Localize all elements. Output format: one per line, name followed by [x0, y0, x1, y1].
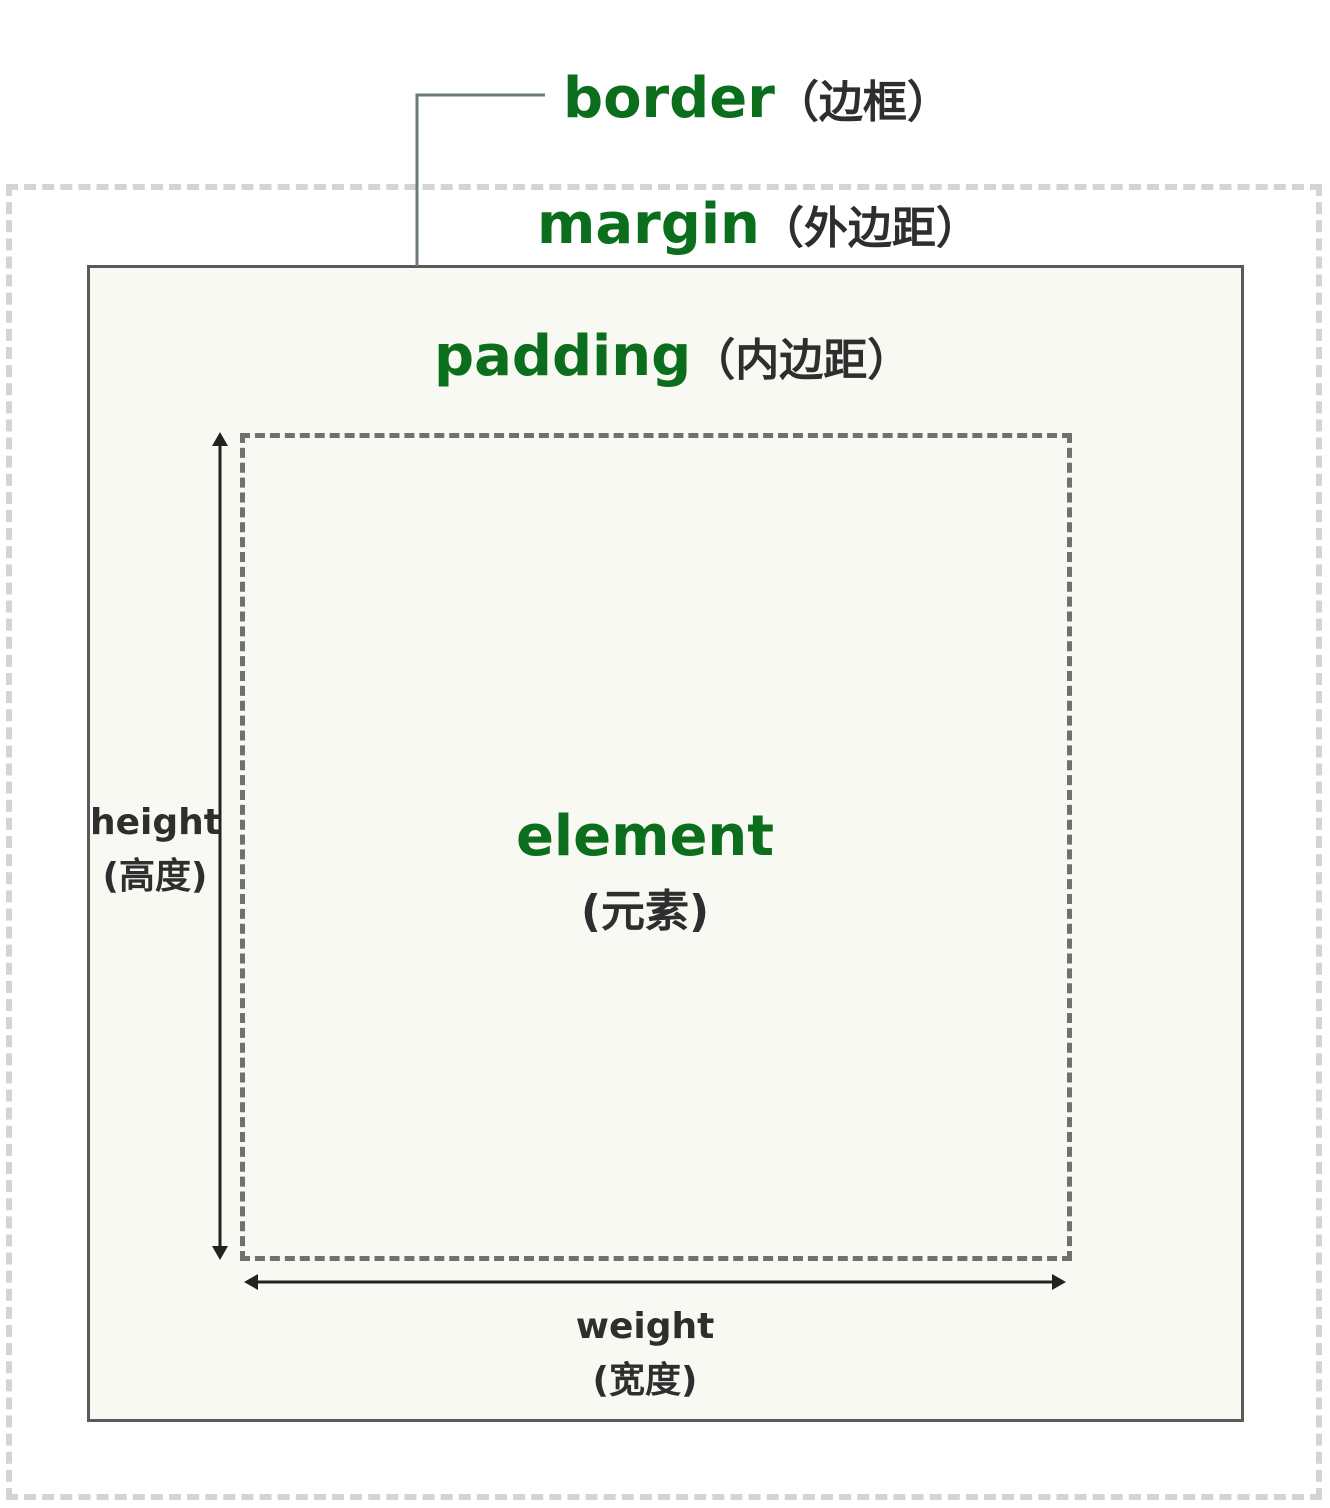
element-gloss: (元素) [580, 886, 710, 937]
border-gloss: （边框） [774, 77, 951, 128]
margin-term: margin [537, 192, 760, 257]
padding-term: padding [434, 324, 692, 389]
width-label: weight (宽度) [560, 1306, 730, 1403]
height-term: height [90, 802, 221, 843]
border-term: border [563, 66, 775, 131]
padding-label: padding（内边距） [434, 324, 911, 389]
margin-gloss: （外边距） [759, 203, 980, 254]
margin-area [6, 184, 1322, 1500]
margin-label: margin（外边距） [537, 192, 980, 257]
padding-gloss: （内边距） [691, 335, 912, 386]
width-term: weight [575, 1306, 715, 1347]
element-term: element [515, 804, 775, 869]
height-label: height (高度) [90, 802, 221, 899]
content-area [240, 433, 1072, 1261]
border-area [87, 265, 1244, 1422]
width-gloss: (宽度) [592, 1360, 698, 1401]
element-label: element (元素) [480, 804, 810, 939]
height-gloss: (高度) [102, 856, 208, 897]
border-label: border（边框） [563, 66, 951, 131]
